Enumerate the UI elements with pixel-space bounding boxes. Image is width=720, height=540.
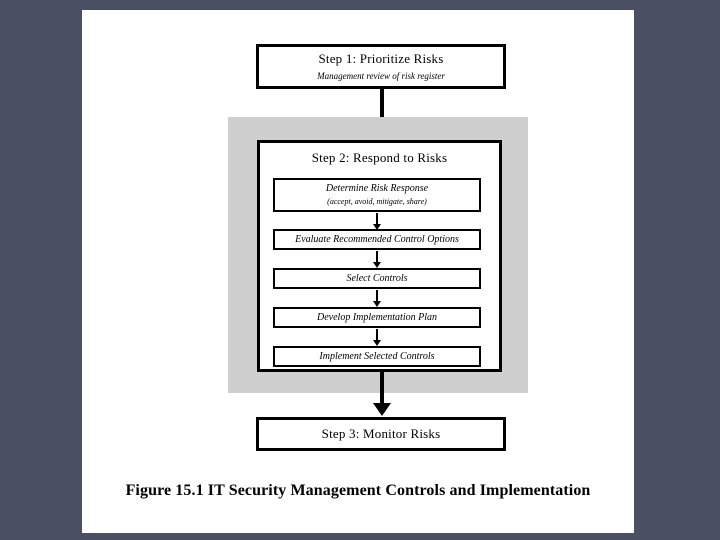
figure-diagram: Step 1: Prioritize Risks Management revi…	[82, 10, 634, 533]
inner-step-sublabel: (accept, avoid, mitigate, share)	[327, 197, 427, 207]
figure-caption: Figure 15.1 IT Security Management Contr…	[125, 482, 591, 499]
inner-step-select-controls: Select Controls	[273, 268, 481, 289]
step1-title: Step 1: Prioritize Risks	[318, 50, 444, 66]
inner-step-develop-implementation-plan: Develop Implementation Plan	[273, 307, 481, 328]
inner-step-label: Determine Risk Response	[325, 183, 429, 195]
inner-step-determine-risk-response: Determine Risk Response (accept, avoid, …	[273, 178, 481, 212]
step2-box: Step 2: Respond to Risks Determine Risk …	[257, 140, 502, 372]
step2-title: Step 2: Respond to Risks	[311, 150, 448, 165]
step1-subtitle: Management review of risk register	[317, 70, 445, 81]
step3-box: Step 3: Monitor Risks	[256, 417, 506, 451]
arrow-step2-to-step3-icon	[373, 372, 391, 416]
inner-step-label: Implement Selected Controls	[319, 350, 435, 362]
inner-step-evaluate-control-options: Evaluate Recommended Control Options	[273, 229, 481, 250]
inner-step-implement-selected-controls: Implement Selected Controls	[273, 346, 481, 367]
slide-page: Step 1: Prioritize Risks Management revi…	[82, 10, 634, 533]
arrow-inner-4-icon	[373, 329, 381, 346]
step1-box: Step 1: Prioritize Risks Management revi…	[256, 44, 506, 89]
inner-step-label: Evaluate Recommended Control Options	[295, 233, 459, 245]
arrow-inner-2-icon	[373, 251, 381, 268]
arrow-inner-3-icon	[373, 290, 381, 307]
inner-step-label: Select Controls	[346, 272, 408, 284]
step3-title: Step 3: Monitor Risks	[321, 425, 441, 441]
inner-step-label: Develop Implementation Plan	[317, 311, 437, 323]
arrow-inner-1-icon	[373, 213, 381, 230]
